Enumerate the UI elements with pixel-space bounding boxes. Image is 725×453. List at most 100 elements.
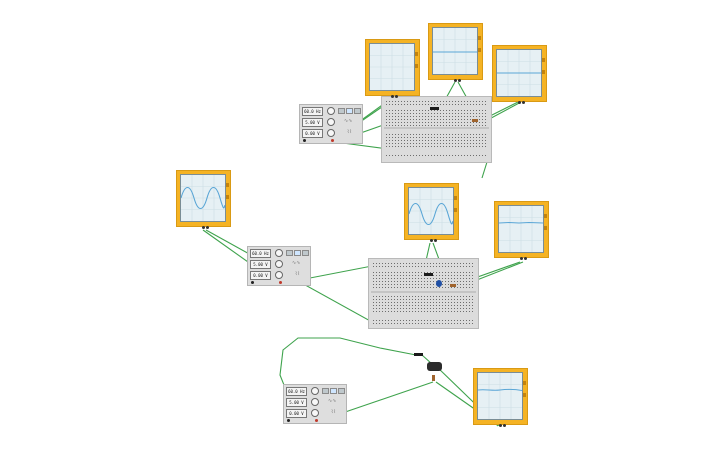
amplitude-display[interactable]: 5.00 V xyxy=(302,118,323,127)
oscilloscope-screen xyxy=(496,49,542,97)
resistor-component[interactable] xyxy=(472,119,478,122)
breadboard-middle[interactable] xyxy=(368,258,479,329)
function-generator-3[interactable]: 60.0 Hz 5.00 V 0.00 V ∿∿ ⌇⌇ xyxy=(283,384,347,424)
triangle-wave-icon[interactable] xyxy=(302,250,309,256)
scope-terminal[interactable] xyxy=(454,79,457,82)
amplitude-display[interactable]: 5.00 V xyxy=(250,260,271,269)
square-wave-icon[interactable] xyxy=(330,388,337,394)
scope-terminal[interactable] xyxy=(434,239,437,242)
electrolytic-capacitor-component[interactable] xyxy=(427,362,442,371)
breadboard-holes xyxy=(371,262,476,324)
waveform-preview-icon: ⌇⌇ xyxy=(295,271,300,277)
ground-terminal[interactable] xyxy=(287,419,290,422)
scope-terminal[interactable] xyxy=(503,424,506,427)
ground-terminal[interactable] xyxy=(303,139,306,142)
amplitude-display[interactable]: 5.00 V xyxy=(286,398,307,407)
offset-display[interactable]: 0.00 V xyxy=(302,129,323,138)
scope-terminal[interactable] xyxy=(518,101,521,104)
oscilloscope-screen xyxy=(432,27,478,75)
oscilloscope-grid xyxy=(409,188,453,234)
diode-component[interactable] xyxy=(414,353,423,356)
scope-terminal[interactable] xyxy=(524,257,527,260)
scope-terminal[interactable] xyxy=(202,226,205,229)
scope-terminal[interactable] xyxy=(520,257,523,260)
oscilloscope-5[interactable] xyxy=(404,183,459,242)
scope-terminal[interactable] xyxy=(522,101,525,104)
scope-knob[interactable] xyxy=(226,183,229,187)
waveform-preview-icon: ∿∿ xyxy=(344,118,353,124)
waveform-preview-icon: ⌇⌇ xyxy=(347,129,352,135)
function-generator-1[interactable]: 60.0 Hz 5.00 V 0.00 V ∿∿ ⌇⌇ xyxy=(299,104,363,144)
scope-terminal[interactable] xyxy=(206,226,209,229)
oscilloscope-trace xyxy=(409,202,453,226)
function-generator-2[interactable]: 60.0 Hz 5.00 V 0.00 V ∿∿ ⌇⌇ xyxy=(247,246,311,286)
scope-terminal[interactable] xyxy=(430,239,433,242)
scope-terminal[interactable] xyxy=(458,79,461,82)
square-wave-icon[interactable] xyxy=(294,250,301,256)
resistor-component[interactable] xyxy=(432,375,435,381)
scope-knob[interactable] xyxy=(415,52,418,56)
sine-wave-icon[interactable] xyxy=(286,250,293,256)
frequency-display[interactable]: 60.0 Hz xyxy=(250,249,271,258)
scope-knob[interactable] xyxy=(542,58,545,62)
scope-knob[interactable] xyxy=(542,70,545,74)
scope-knob[interactable] xyxy=(544,214,547,218)
waveform-preview-icon: ∿∿ xyxy=(292,260,301,266)
breadboard-holes xyxy=(384,100,489,158)
waveform-preview-icon: ⌇⌇ xyxy=(331,409,336,415)
oscilloscope-trace xyxy=(181,186,225,210)
capacitor-component[interactable] xyxy=(436,280,442,287)
frequency-dial[interactable] xyxy=(311,387,319,395)
triangle-wave-icon[interactable] xyxy=(354,108,361,114)
square-wave-icon[interactable] xyxy=(346,108,353,114)
oscilloscope-grid xyxy=(370,44,414,90)
scope-knob[interactable] xyxy=(454,208,457,212)
scope-terminal[interactable] xyxy=(499,424,502,427)
oscilloscope-1[interactable] xyxy=(365,39,420,98)
ground-terminal[interactable] xyxy=(251,281,254,284)
scope-knob[interactable] xyxy=(478,36,481,40)
sine-wave-icon[interactable] xyxy=(338,108,345,114)
frequency-dial[interactable] xyxy=(327,107,335,115)
scope-knob[interactable] xyxy=(523,393,526,397)
oscilloscope-2[interactable] xyxy=(428,23,483,82)
sine-wave-icon[interactable] xyxy=(322,388,329,394)
scope-knob[interactable] xyxy=(478,48,481,52)
scope-knob[interactable] xyxy=(544,226,547,230)
triangle-wave-icon[interactable] xyxy=(338,388,345,394)
amplitude-dial[interactable] xyxy=(275,260,283,268)
oscilloscope-grid xyxy=(497,50,541,96)
offset-display[interactable]: 0.00 V xyxy=(286,409,307,418)
scope-terminal[interactable] xyxy=(391,95,394,98)
oscilloscope-grid xyxy=(499,206,543,252)
resistor-component[interactable] xyxy=(450,284,456,287)
oscilloscope-4[interactable] xyxy=(176,170,231,229)
amplitude-dial[interactable] xyxy=(327,118,335,126)
scope-terminal[interactable] xyxy=(395,95,398,98)
oscilloscope-screen xyxy=(498,205,544,253)
offset-display[interactable]: 0.00 V xyxy=(250,271,271,280)
scope-knob[interactable] xyxy=(454,196,457,200)
offset-dial[interactable] xyxy=(311,409,319,417)
oscilloscope-3[interactable] xyxy=(492,45,547,104)
oscilloscope-screen xyxy=(180,174,226,222)
scope-knob[interactable] xyxy=(226,195,229,199)
amplitude-dial[interactable] xyxy=(311,398,319,406)
positive-terminal[interactable] xyxy=(315,419,318,422)
diode-component[interactable] xyxy=(424,273,433,276)
oscilloscope-6[interactable] xyxy=(494,201,549,260)
offset-dial[interactable] xyxy=(275,271,283,279)
diode-component[interactable] xyxy=(430,107,439,110)
offset-dial[interactable] xyxy=(327,129,335,137)
scope-knob[interactable] xyxy=(415,64,418,68)
oscilloscope-screen xyxy=(369,43,415,91)
oscilloscope-7[interactable] xyxy=(473,368,528,427)
positive-terminal[interactable] xyxy=(331,139,334,142)
frequency-display[interactable]: 60.0 Hz xyxy=(302,107,323,116)
oscilloscope-trace xyxy=(478,388,522,392)
positive-terminal[interactable] xyxy=(279,281,282,284)
frequency-dial[interactable] xyxy=(275,249,283,257)
frequency-display[interactable]: 60.0 Hz xyxy=(286,387,307,396)
oscilloscope-grid xyxy=(433,28,477,74)
scope-knob[interactable] xyxy=(523,381,526,385)
